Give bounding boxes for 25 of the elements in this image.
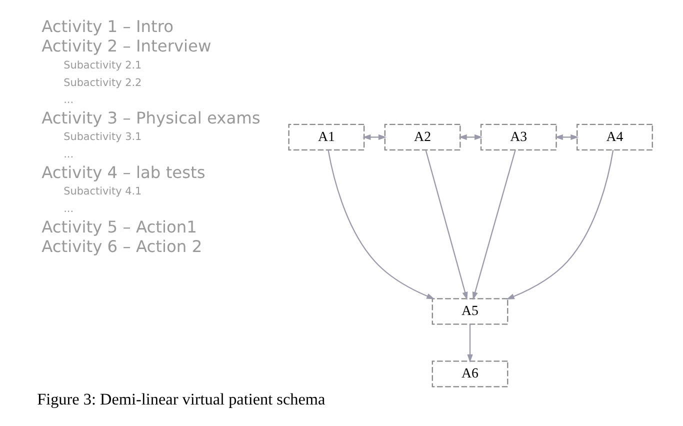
label: ... [64,94,74,106]
label: Subactivity 2.1 [64,59,142,72]
arrow [506,150,614,300]
arrow [328,150,435,300]
label: Subactivity 2.2 [64,76,142,89]
label: Activity 1 – Intro [42,17,174,36]
label: ... [64,148,74,161]
label: ... [64,202,74,215]
node-box: A4 [576,124,653,150]
label: Activity 3 – Physical exams [42,108,260,128]
arrow [472,150,516,300]
node-box: A2 [384,124,461,150]
node-box: A6 [432,360,508,388]
label: Activity 6 – Action 2 [42,237,202,256]
label: Activity 2 – Interview [42,36,212,56]
node-box: A5 [432,298,508,325]
caption: Figure 3: Demi-linear virtual patient schema [37,390,326,408]
node-box: A3 [480,124,557,150]
arrow [467,324,473,363]
label: Subactivity 4.1 [64,186,142,198]
label: Subactivity 3.1 [64,131,142,144]
node-box: A1 [288,124,365,150]
label: Activity 5 – Action1 [42,217,198,236]
label: Activity 4 – lab tests [42,162,206,182]
arrow [425,150,468,300]
